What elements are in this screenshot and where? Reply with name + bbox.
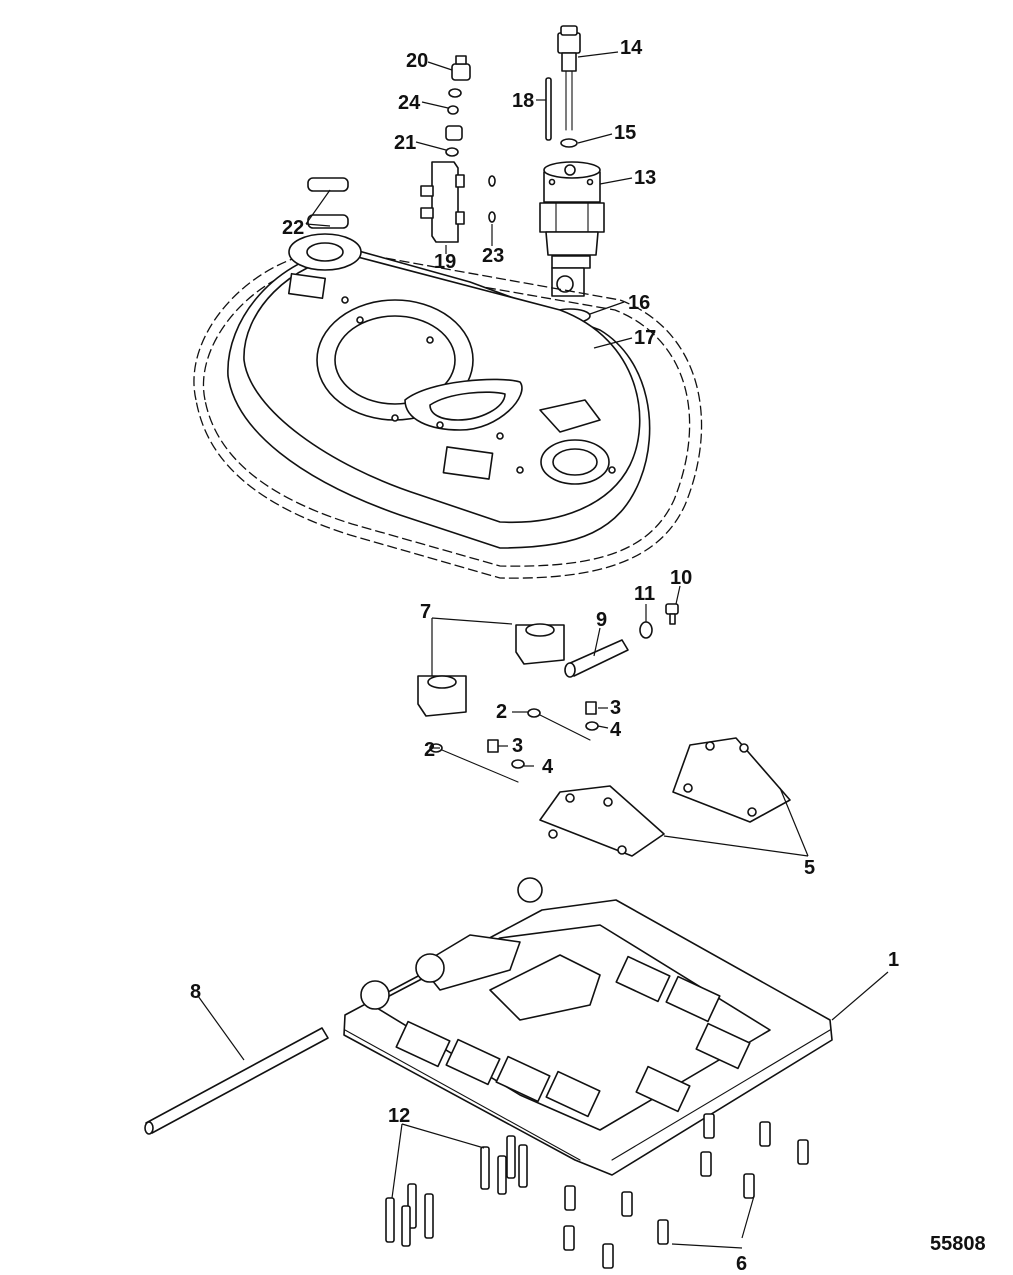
callout-4a: 4 xyxy=(610,719,622,741)
callout-16: 16 xyxy=(628,292,650,314)
callout-8: 8 xyxy=(190,981,201,1003)
part-13-valve-body xyxy=(539,161,605,297)
callout-22: 22 xyxy=(282,217,304,239)
part-2-strap xyxy=(429,708,591,783)
part-21-fitting xyxy=(445,125,463,157)
callout-14: 14 xyxy=(620,37,643,59)
part-23-o-ring xyxy=(488,175,496,223)
callout-12: 12 xyxy=(388,1105,410,1127)
part-15-o-ring xyxy=(560,138,578,148)
callout-6: 6 xyxy=(736,1253,747,1275)
part-9-pin xyxy=(564,639,629,678)
callout-23: 23 xyxy=(482,245,504,267)
figure-number: 55808 xyxy=(930,1233,986,1255)
part-7-bracket xyxy=(417,623,565,717)
part-3-screw xyxy=(487,701,597,753)
part-14-sensor xyxy=(557,25,581,131)
callout-15: 15 xyxy=(614,122,636,144)
part-6-screws xyxy=(563,1113,809,1269)
callout-13: 13 xyxy=(634,167,656,189)
leader-lines xyxy=(197,51,889,1249)
callout-1: 1 xyxy=(888,949,899,971)
housing-assembly xyxy=(193,233,703,579)
part-18-pin xyxy=(545,77,552,141)
part-8-rod xyxy=(144,1027,329,1135)
part-20-fitting xyxy=(451,55,471,81)
callout-9: 9 xyxy=(596,609,607,631)
part-19-manifold-block xyxy=(420,161,465,243)
callout-2b: 2 xyxy=(424,739,435,761)
callout-17: 17 xyxy=(634,327,656,349)
part-10-screw xyxy=(665,603,679,625)
callout-18: 18 xyxy=(512,90,534,112)
callout-labels: 14 18 15 13 16 17 20 24 21 22 19 23 7 9 … xyxy=(190,37,986,1275)
callout-21: 21 xyxy=(394,132,416,154)
part-11-washer xyxy=(639,621,653,639)
callout-11: 11 xyxy=(634,583,655,605)
callout-10: 10 xyxy=(670,567,692,589)
part-1-base-plate xyxy=(343,877,833,1176)
callout-3a: 3 xyxy=(610,697,621,719)
callout-4b: 4 xyxy=(542,756,554,778)
part-4-washer xyxy=(511,721,599,769)
part-5-cover-plate xyxy=(539,737,791,857)
callout-7: 7 xyxy=(420,601,431,623)
part-22-bolt xyxy=(307,177,349,229)
part-24-o-ring xyxy=(447,88,462,115)
callout-5: 5 xyxy=(804,857,815,879)
callout-19: 19 xyxy=(434,251,456,273)
part-12-bolts xyxy=(385,1135,528,1247)
callout-24: 24 xyxy=(398,92,421,114)
callout-3b: 3 xyxy=(512,735,523,757)
callout-2a: 2 xyxy=(496,701,507,723)
callout-20: 20 xyxy=(406,50,428,72)
